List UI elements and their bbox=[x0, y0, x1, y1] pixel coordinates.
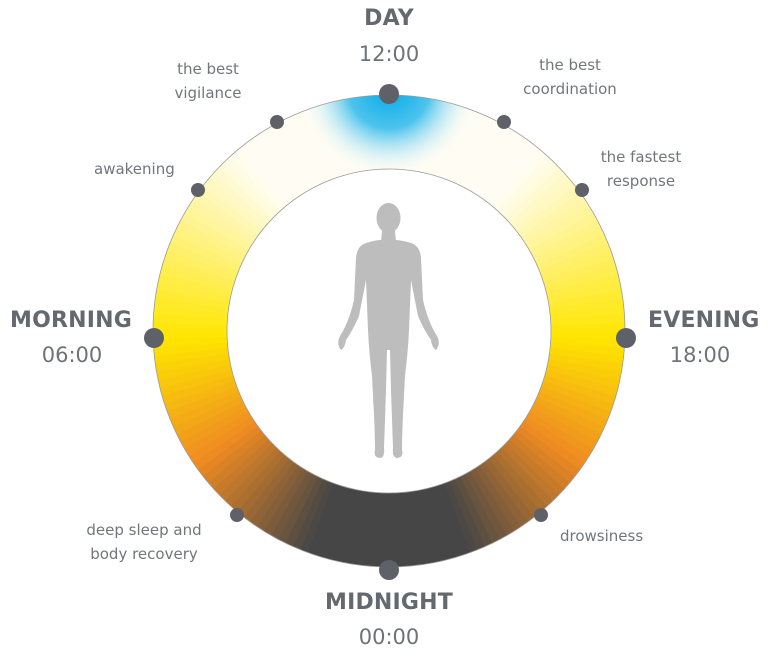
label-best-coordination: the best coordination bbox=[510, 53, 630, 101]
day-time: 12:00 bbox=[339, 42, 439, 66]
label-best-vigilance: the best vigilance bbox=[158, 57, 258, 105]
drowsiness-line-1: drowsiness bbox=[560, 524, 643, 548]
label-awakening: awakening bbox=[94, 157, 175, 181]
midnight-title: MIDNIGHT bbox=[309, 590, 469, 615]
deep-sleep-line-2: body recovery bbox=[78, 542, 210, 566]
marker-best-coordination bbox=[497, 115, 511, 129]
marker-morning bbox=[144, 328, 164, 348]
morning-title: MORNING bbox=[10, 308, 132, 333]
best-vigilance-line-2: vigilance bbox=[158, 81, 258, 105]
best-vigilance-line-1: the best bbox=[158, 57, 258, 81]
label-drowsiness: drowsiness bbox=[560, 524, 643, 548]
deep-sleep-line-1: deep sleep and bbox=[78, 518, 210, 542]
marker-awakening bbox=[191, 183, 205, 197]
marker-drowsiness bbox=[534, 508, 548, 522]
label-fastest-response: the fastest response bbox=[581, 145, 701, 193]
label-deep-sleep: deep sleep and body recovery bbox=[78, 518, 210, 566]
best-coordination-line-2: coordination bbox=[510, 77, 630, 101]
marker-noon bbox=[379, 84, 399, 104]
midnight-time: 00:00 bbox=[339, 625, 439, 649]
best-coordination-line-1: the best bbox=[510, 53, 630, 77]
awakening-line-1: awakening bbox=[94, 157, 175, 181]
evening-time: 18:00 bbox=[650, 343, 750, 367]
day-title: DAY bbox=[339, 6, 439, 31]
marker-best-vigilance bbox=[270, 115, 284, 129]
fastest-response-line-2: response bbox=[581, 169, 701, 193]
morning-time: 06:00 bbox=[22, 343, 122, 367]
marker-midnight bbox=[379, 560, 399, 580]
evening-title: EVENING bbox=[648, 308, 760, 333]
fastest-response-line-1: the fastest bbox=[581, 145, 701, 169]
marker-deep-sleep bbox=[230, 508, 244, 522]
marker-evening bbox=[616, 328, 636, 348]
